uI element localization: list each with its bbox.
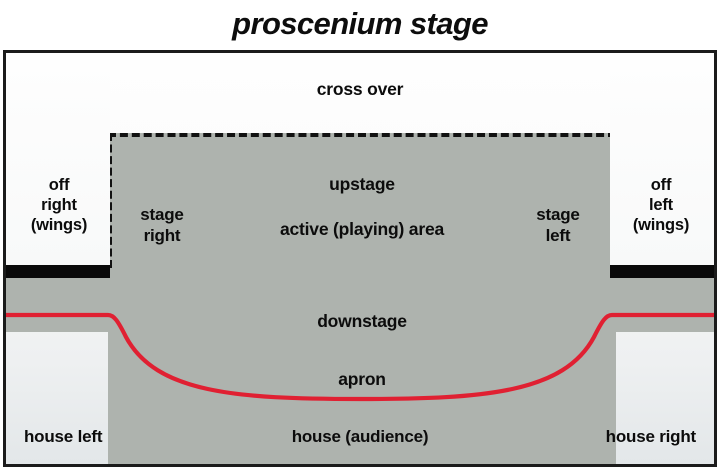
apron-shape bbox=[6, 268, 714, 402]
label-stage-right-line-2: right bbox=[143, 225, 181, 245]
label-off-left-line-3: (wings) bbox=[632, 216, 690, 235]
label-apron: apron bbox=[338, 369, 386, 389]
label-off-left-line-2: left bbox=[649, 196, 673, 215]
label-downstage: downstage bbox=[317, 311, 407, 331]
label-house-left: house left bbox=[24, 427, 103, 446]
label-off-left-line-1: off bbox=[650, 176, 672, 194]
diagram-frame: cross over upstage active (playing) area… bbox=[3, 50, 717, 467]
label-off-right-line-1: off bbox=[48, 176, 70, 194]
proscenium-wall-right bbox=[610, 265, 714, 278]
proscenium-wall-left bbox=[6, 265, 110, 278]
label-stage-left: stage left bbox=[512, 205, 604, 246]
diagram-title: proscenium stage bbox=[232, 6, 488, 41]
label-upstage: upstage bbox=[329, 174, 395, 194]
label-off-right-line-2: right bbox=[41, 196, 77, 215]
label-stage-left-line-2: left bbox=[545, 225, 571, 245]
label-stage-left-line-1: stage bbox=[536, 205, 580, 224]
label-house-audience: house (audience) bbox=[291, 427, 429, 446]
label-off-right-wings: off right (wings) bbox=[10, 175, 108, 235]
label-off-left-wings: off left (wings) bbox=[612, 175, 710, 235]
label-off-right-line-3: (wings) bbox=[30, 216, 88, 235]
label-stage-right: stage right bbox=[116, 205, 208, 246]
active-playing-area-box bbox=[108, 133, 616, 268]
label-stage-right-line-1: stage bbox=[140, 205, 184, 224]
label-active-playing-area: active (playing) area bbox=[279, 219, 445, 239]
wing-pocket-right-side bbox=[6, 53, 110, 265]
wing-pocket-left-side bbox=[610, 53, 714, 265]
label-house-right: house right bbox=[605, 427, 697, 446]
label-cross-over: cross over bbox=[316, 79, 404, 99]
